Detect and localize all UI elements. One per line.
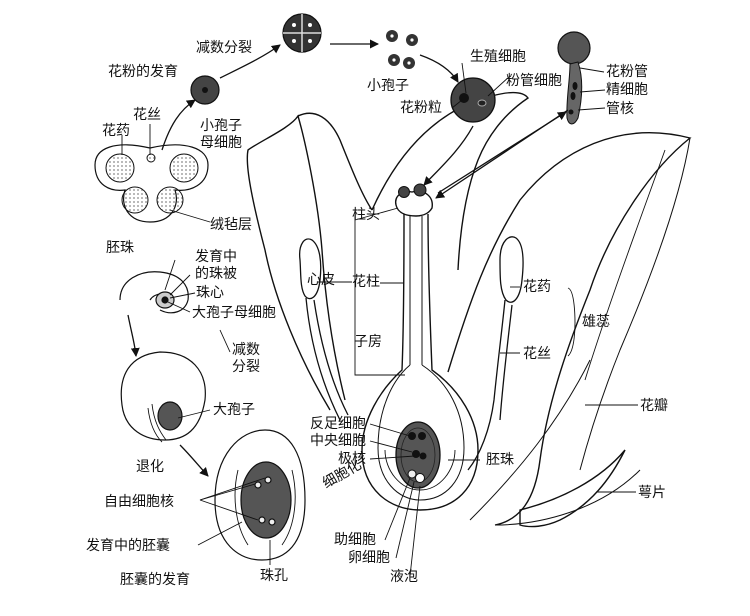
label-carpel: 心皮 — [307, 272, 335, 288]
label-nucellus: 珠心 — [196, 285, 224, 301]
label-tapetum: 绒毡层 — [210, 217, 252, 233]
back-petal — [371, 91, 530, 271]
anther-cross-section — [94, 144, 209, 223]
label-developing-integument-2: 的珠被 — [195, 266, 237, 282]
label-filament-right: 花丝 — [523, 346, 551, 362]
label-pollen-tube: 花粉管 — [606, 64, 648, 80]
label-micropyle: 珠孔 — [260, 568, 288, 584]
label-stamen: 雄蕊 — [582, 314, 610, 330]
ovary-embryo-sac — [395, 421, 441, 489]
label-tube-cell: 粉管细胞 — [506, 73, 562, 89]
label-embryo-sac-development: 胚囊的发育 — [120, 572, 190, 588]
label-ovary: 子房 — [354, 334, 382, 350]
pollen-development — [190, 13, 591, 125]
right-stamen-shape — [467, 236, 524, 471]
label-megaspore: 大孢子 — [213, 402, 255, 418]
label-stigma: 柱头 — [352, 207, 380, 223]
label-petal: 花瓣 — [640, 398, 668, 414]
label-meiosis-mid-1: 减数 — [232, 342, 260, 358]
label-generative-cell: 生殖细胞 — [470, 49, 526, 65]
left-stamen-shape — [299, 238, 349, 421]
label-synergids: 助细胞 — [334, 532, 376, 548]
label-ovule-right: 胚珠 — [486, 452, 514, 468]
flower-outline — [246, 91, 692, 528]
right-petal — [447, 132, 692, 526]
label-antipodal-cells: 反足细胞 — [310, 416, 366, 432]
label-meiosis-mid-2: 分裂 — [232, 359, 260, 375]
label-tube-nucleus: 管核 — [606, 101, 634, 117]
label-developing-embryo-sac: 发育中的胚囊 — [86, 538, 170, 554]
label-egg-cell: 卵细胞 — [348, 550, 390, 566]
label-meiosis-top: 减数分裂 — [196, 40, 252, 56]
label-microspore-mother-1: 小孢子 — [200, 118, 242, 134]
label-sepal: 萼片 — [638, 485, 666, 501]
label-microspore-mother-2: 母细胞 — [200, 135, 242, 151]
label-degeneration: 退化 — [136, 459, 164, 475]
label-free-nuclei: 自由细胞核 — [104, 494, 174, 510]
process-arrows — [127, 39, 569, 477]
label-megaspore-mother-cell: 大孢子母细胞 — [192, 305, 276, 321]
label-sperm-cells: 精细胞 — [606, 82, 648, 98]
label-pollen-development: 花粉的发育 — [108, 64, 178, 80]
label-developing-integument-1: 发育中 — [195, 249, 237, 265]
label-ovule-top: 胚珠 — [106, 240, 134, 256]
label-pollen-grain: 花粉粒 — [400, 100, 442, 116]
label-anther-right: 花药 — [523, 279, 551, 295]
label-central-cell: 中央细胞 — [310, 433, 366, 449]
ovule-development — [119, 271, 306, 561]
left-petal — [246, 114, 346, 411]
label-style: 花柱 — [352, 274, 380, 290]
leader-lines — [121, 62, 638, 577]
label-anther-top: 花药 — [102, 123, 130, 139]
label-polar-nuclei: 极核 — [338, 451, 366, 467]
label-vacuole: 液泡 — [390, 569, 418, 585]
label-filament-top: 花丝 — [133, 107, 161, 123]
sepal-shape — [519, 449, 626, 528]
label-microspores: 小孢子 — [367, 78, 409, 94]
pistil-shape — [361, 190, 479, 511]
